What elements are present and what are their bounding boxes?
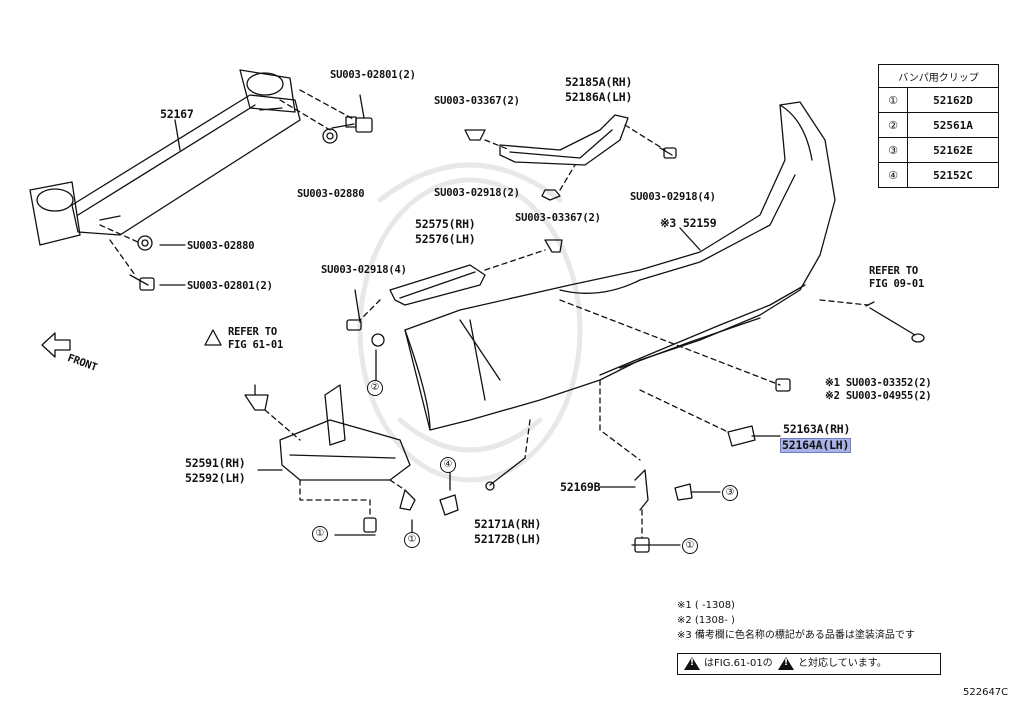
label-su003-02801-bottom: SU003-02801(2): [187, 280, 273, 292]
label-52592: 52592(LH): [185, 471, 246, 485]
warning-triangle-icon: [778, 657, 794, 670]
label-52167: 52167: [160, 107, 194, 121]
warning-triangle-icon: [684, 657, 700, 670]
label-refer-fig-09-01: FIG 09-01: [869, 278, 925, 290]
label-52185A: 52185A(RH): [565, 75, 633, 89]
label-su003-02918-a: SU003-02918(2): [434, 187, 520, 199]
beam-fasteners: [99, 89, 373, 291]
label-52186A: 52186A(LH): [565, 90, 633, 104]
label-su003-02801-top: SU003-02801(2): [330, 69, 416, 81]
footnote-2: ※2 (1308- ): [677, 615, 735, 626]
label-su003-02880-a: SU003-02880: [297, 188, 365, 200]
clip-marker-3: ③: [722, 485, 738, 501]
clip-marker-4: ④: [440, 457, 456, 473]
footnote-3: ※3 備考欄に色名称の標記がある品番は塗装済品です: [677, 630, 915, 641]
bracket-52591: [244, 384, 416, 533]
reinforcement-beam-52167: [29, 69, 301, 246]
refer-note-text-a: はFIG.61-01の: [704, 658, 773, 669]
label-52163A: 52163A(RH): [783, 422, 851, 436]
label-52576: 52576(LH): [415, 232, 476, 246]
label-su003-03367-b: SU003-03367(2): [515, 212, 601, 224]
refer-note-text-b: と対応しています。: [798, 658, 887, 669]
label-52575: 52575(RH): [415, 217, 476, 231]
label-note2-part: ※2 SU003-04955(2): [825, 390, 932, 402]
refer-warning-icon: [204, 329, 222, 346]
label-refer-fig-61-01: FIG 61-01: [228, 339, 284, 351]
bumper-cover-52159: [404, 101, 836, 431]
figure-code: 522647C: [963, 687, 1009, 698]
label-52172B: 52172B(LH): [474, 532, 542, 546]
front-arrow-icon: [41, 332, 71, 358]
label-su003-03367-a: SU003-03367(2): [434, 95, 520, 107]
clip-marker-1-c: ①: [682, 538, 698, 554]
label-note1-part: ※1 SU003-03352(2): [825, 377, 932, 389]
tow-hook-bolt: [819, 299, 925, 343]
label-52171A: 52171A(RH): [474, 517, 542, 531]
label-52591: 52591(RH): [185, 456, 246, 470]
label-52169B: 52169B: [560, 480, 601, 494]
reflector-52163A: [639, 389, 756, 447]
label-52164A-highlighted[interactable]: 52164A(LH): [779, 438, 852, 453]
bracket-52185A: [464, 114, 677, 201]
label-su003-02918-b: SU003-02918(4): [630, 191, 716, 203]
label-refer-to-a: REFER TO: [869, 265, 918, 277]
label-52159: ※3 52159: [660, 216, 717, 230]
label-su003-02880-b: SU003-02880: [187, 240, 255, 252]
clip-table-header: バンパ用クリップ: [878, 64, 999, 88]
footnote-1: ※1 ( -1308): [677, 600, 735, 611]
refer-note-box: はFIG.61-01の と対応しています。: [677, 653, 941, 675]
label-refer-to-b: REFER TO: [228, 326, 277, 338]
clip-marker-2: ②: [367, 380, 383, 396]
bracket-52575: [346, 239, 563, 347]
clip-marker-1-a: ①: [312, 526, 328, 542]
label-su003-02918-c: SU003-02918(4): [321, 264, 407, 276]
clip-marker-1-b: ①: [404, 532, 420, 548]
